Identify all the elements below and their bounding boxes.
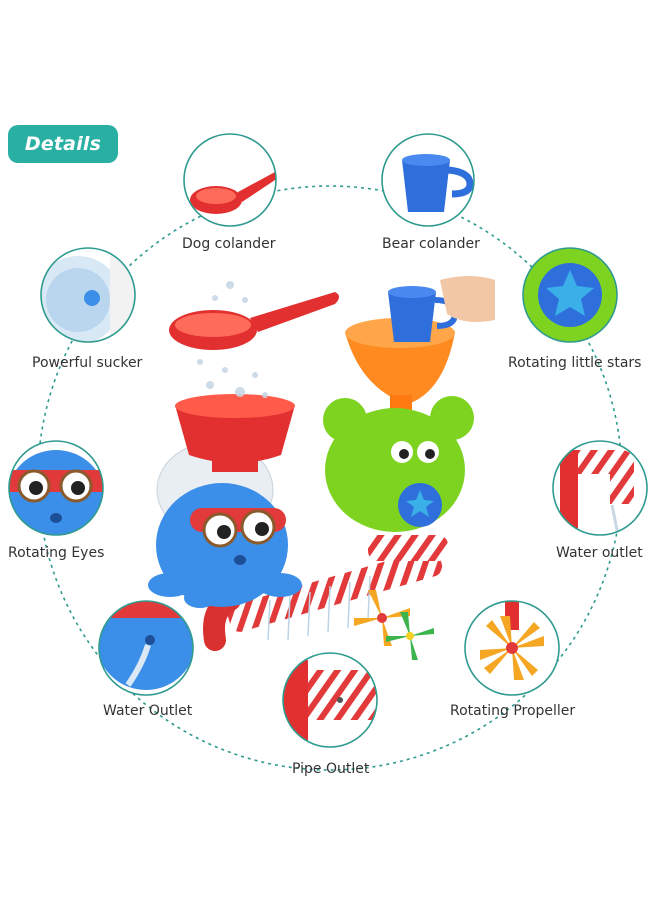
octopus-eyes-icon bbox=[9, 450, 103, 535]
label-bear-colander: Bear colander bbox=[382, 236, 480, 252]
label-water-outlet-octopus: Water Outlet bbox=[103, 703, 193, 719]
callout-circle-dog-colander bbox=[183, 133, 277, 227]
label-water-outlet: Water outlet bbox=[556, 545, 643, 561]
callout-circle-pipe-outlet bbox=[282, 652, 378, 748]
bath-toy-main bbox=[148, 276, 495, 660]
callout-circle-bear-colander bbox=[381, 133, 475, 227]
orange-scoop-icon bbox=[190, 172, 276, 214]
label-rotating-eyes: Rotating Eyes bbox=[8, 545, 105, 561]
label-rotating-stars: Rotating little stars bbox=[508, 355, 642, 371]
details-badge: Details bbox=[8, 125, 118, 163]
starfish-wheel-icon bbox=[523, 248, 617, 342]
callout-circle-rotating-eyes bbox=[8, 440, 104, 536]
callout-circle-rotating-stars bbox=[522, 247, 618, 343]
callout-circle-rotating-propeller bbox=[464, 600, 560, 696]
callout-circle-powerful-sucker bbox=[40, 247, 136, 343]
label-dog-colander: Dog colander bbox=[182, 236, 276, 252]
blue-cup-icon bbox=[402, 154, 474, 212]
pipe-elbow-icon bbox=[560, 450, 634, 535]
octopus-spout-icon bbox=[99, 601, 193, 690]
label-powerful-sucker: Powerful sucker bbox=[32, 355, 143, 371]
label-pipe-outlet: Pipe Outlet bbox=[292, 761, 370, 777]
propeller-icon bbox=[480, 601, 544, 680]
callout-circle-water-outlet bbox=[552, 440, 648, 536]
label-rotating-propeller: Rotating Propeller bbox=[450, 703, 576, 719]
callout-circle-water-outlet-octopus bbox=[98, 600, 194, 696]
